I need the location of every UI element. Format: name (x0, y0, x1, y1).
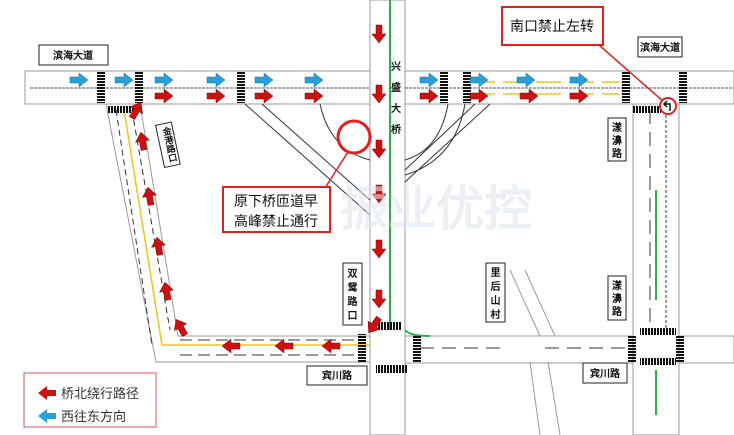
ramp-closed-marker (336, 119, 372, 155)
road-lihou (509, 269, 561, 435)
callout-no-left-turn: 南口禁止左转 (501, 6, 677, 115)
svg-text:南口禁止左转: 南口禁止左转 (510, 19, 594, 35)
label-lihou: 里后山村 (491, 267, 501, 321)
no-left-turn-marker (659, 97, 677, 115)
legend-item-west-east: 西往东方向 (61, 409, 126, 425)
label-shuangyuan: 双鸳路口 (348, 268, 359, 322)
ramp-east (404, 103, 491, 183)
callout-ramp-closed: 原下桥匝道早 高峰禁止通行 (222, 119, 372, 233)
label-yangbi-south: 漾濞路 (612, 279, 623, 318)
road-network (24, 0, 734, 435)
label-binchuan-west: 宾川路 (322, 369, 353, 382)
label-binhai-west: 滨海大道 (53, 49, 93, 62)
label-yangbi-north: 漾濞路 (612, 121, 623, 160)
legend: 桥北绕行路径 西往东方向 (23, 372, 157, 428)
svg-text:原下桥匝道早: 原下桥匝道早 (234, 194, 318, 210)
svg-text:高峰禁止通行: 高峰禁止通行 (234, 213, 318, 230)
legend-item-detour: 桥北绕行路径 (61, 386, 139, 402)
road-xingsheng-bridge (369, 0, 406, 435)
label-binchuan-east: 宾川路 (590, 367, 621, 380)
road-binchuan-east (404, 335, 734, 364)
label-binhai-east: 滨海大道 (640, 41, 680, 54)
label-xingsheng-bridge: 兴盛大桥 (391, 60, 402, 136)
watermark: 振业优控 (340, 181, 532, 237)
left-turn-icon (662, 100, 671, 111)
